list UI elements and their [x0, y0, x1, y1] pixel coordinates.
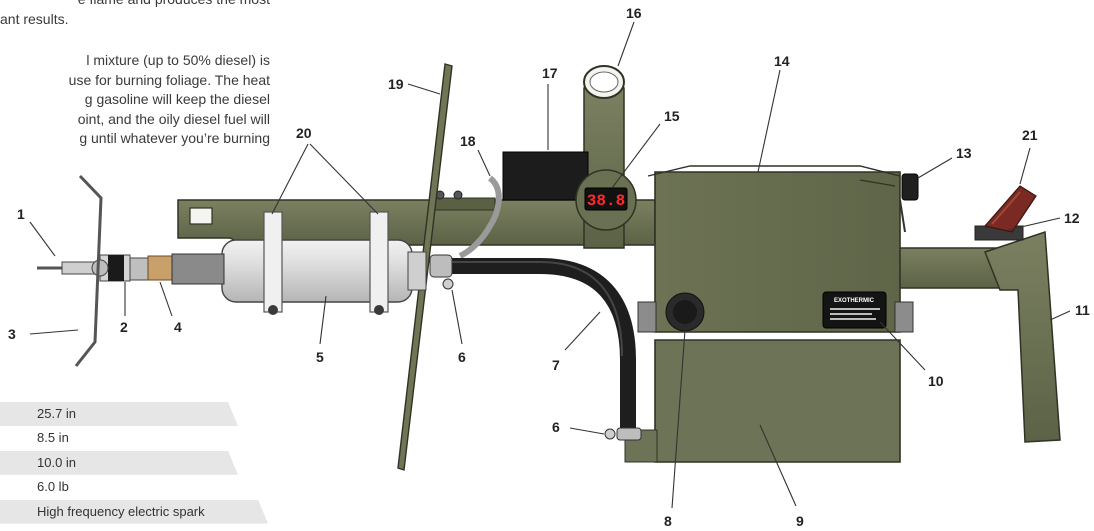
hose-clamp-upper [429, 254, 454, 290]
mounting-straps [263, 211, 389, 315]
callout-6: 6 [458, 349, 466, 365]
spec-value: 8.5 in [37, 430, 69, 446]
spec-row: 25.7 in [0, 402, 238, 426]
tank-label: EXOTHERMIC [822, 291, 887, 329]
callout-20: 20 [296, 125, 312, 141]
callouts: 1 2 3 4 5 6 6 7 8 9 10 11 12 13 14 15 16 [8, 5, 1090, 529]
safety-switch [974, 185, 1037, 241]
intro-line: g until whatever you’re burning [79, 130, 270, 146]
spec-row: 6.0 lb [0, 475, 280, 499]
intro-line: l mixture (up to 50% diesel) is [86, 52, 270, 68]
spec-row: High frequency electric spark [0, 499, 268, 524]
callout-18: 18 [460, 133, 476, 149]
callout-10: 10 [928, 373, 944, 389]
spec-row: 8.5 in [0, 426, 280, 450]
callout-12: 12 [1064, 210, 1080, 226]
display-reading: 38.8 [587, 192, 625, 210]
callout-3: 3 [8, 326, 16, 342]
callout-1: 1 [17, 206, 25, 222]
fuel-hose [440, 258, 636, 432]
callout-19: 19 [388, 76, 404, 92]
voltage-display: 38.8 [575, 169, 637, 231]
spec-value: 6.0 lb [37, 479, 69, 495]
callout-9: 9 [796, 513, 804, 529]
spec-table: 25.7 in 8.5 in 10.0 in 6.0 lb High frequ… [0, 402, 280, 524]
intro-text: e flame and produces the most ant result… [0, 0, 270, 149]
callout-8: 8 [664, 513, 672, 529]
nozzle-assembly [37, 253, 225, 285]
spark-shield [74, 174, 103, 367]
callout-5: 5 [316, 349, 324, 365]
control-box [502, 151, 589, 201]
callout-15: 15 [664, 108, 680, 124]
callout-6b: 6 [552, 419, 560, 435]
callout-7: 7 [552, 357, 560, 373]
lower-tank [624, 339, 901, 463]
intro-line: g gasoline will keep the diesel [84, 91, 270, 107]
intro-line: oint, and the oily diesel fuel will [77, 110, 270, 127]
callout-13: 13 [956, 145, 972, 161]
callout-2: 2 [120, 319, 128, 335]
spec-value: 10.0 in [37, 454, 77, 470]
callout-17: 17 [542, 65, 558, 81]
callout-4: 4 [174, 319, 182, 335]
spec-row: 10.0 in [0, 450, 238, 475]
fuel-cylinder [221, 239, 427, 303]
pistol-grip [984, 230, 1061, 443]
intro-line: e flame and produces the most [0, 0, 270, 10]
tank-label-brand: EXOTHERMIC [834, 298, 875, 304]
spec-value: 25.7 in [37, 406, 77, 421]
vent-knob [899, 173, 919, 233]
hose-clamp-lower [604, 427, 642, 441]
spec-value: High frequency electric spark [37, 503, 205, 519]
callout-14: 14 [774, 53, 790, 69]
intro-line: ant results. [0, 10, 69, 27]
intro-line: use for burning foliage. The heat [68, 71, 270, 88]
callout-11: 11 [1075, 302, 1090, 318]
wire [458, 175, 502, 259]
callout-21: 21 [1022, 127, 1038, 143]
filler-cap [665, 292, 705, 332]
callout-16: 16 [626, 5, 642, 21]
